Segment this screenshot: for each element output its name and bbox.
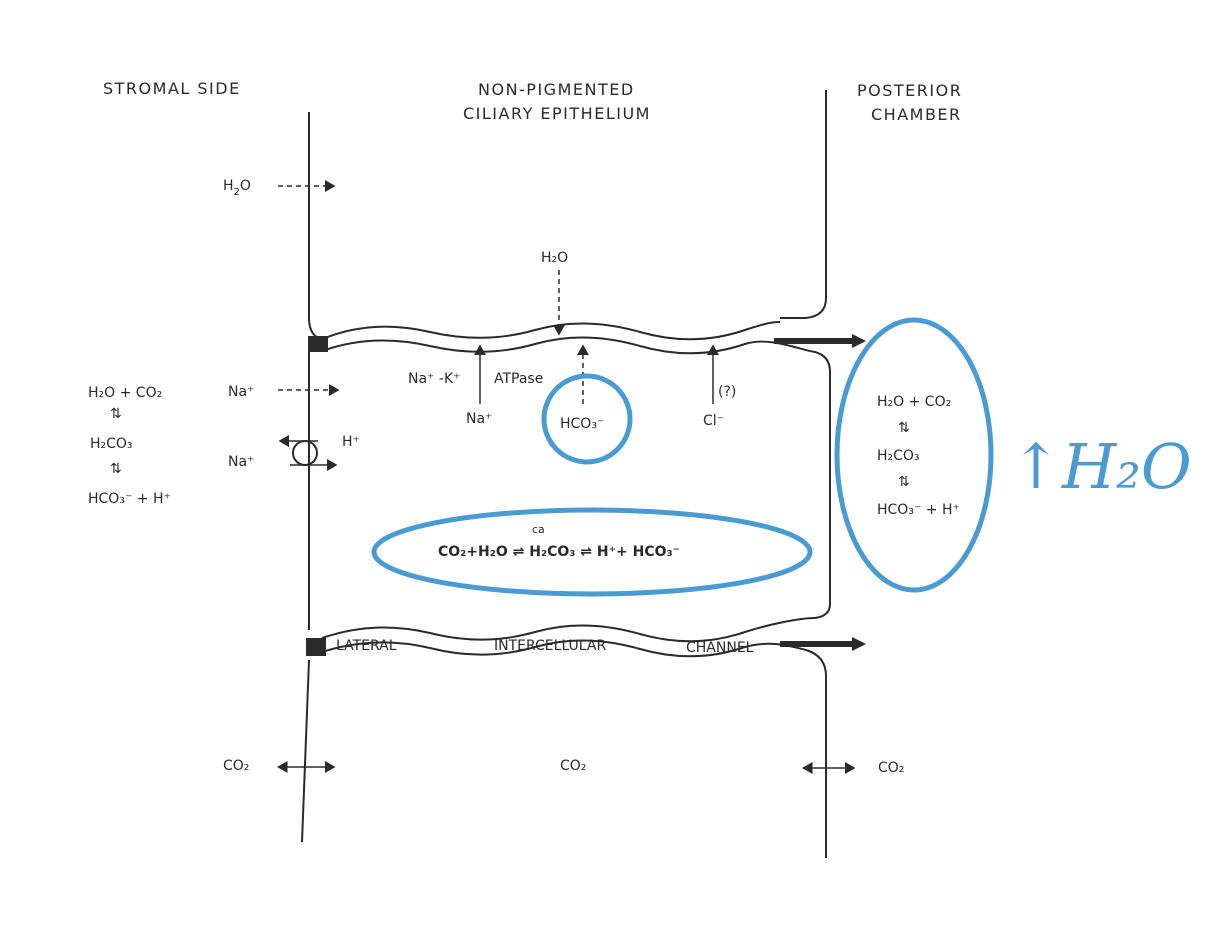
posterior-eq-line3: HCO₃⁻ + H⁺: [877, 502, 960, 518]
na-in-label: Na⁺: [466, 411, 492, 427]
apical-membrane-lower: [324, 336, 831, 619]
header-posterior-line1: POSTERIOR: [857, 81, 962, 100]
stromal-h2o: H2O: [223, 178, 251, 198]
header-npce-line1: NON-PIGMENTED: [478, 80, 635, 99]
header-stromal-side: STROMAL SIDE: [103, 79, 241, 98]
stromal-h-plus: H⁺: [342, 434, 360, 450]
apical-membrane-upper: [324, 321, 781, 341]
na-k-label: Na⁺ -K⁺: [408, 371, 461, 387]
cell-outline: [292, 90, 831, 858]
stromal-eq-line2: H₂CO₃: [90, 436, 133, 452]
stromal-eq-line1: H₂O + CO₂: [88, 385, 162, 401]
svg-text:⇅: ⇅: [110, 461, 122, 477]
atpase-label: ATPase: [494, 371, 543, 387]
cell-reaction: CO₂+H₂O ⇌ H₂CO₃ ⇌ H⁺+ HCO₃⁻: [438, 544, 680, 560]
cell-h2o-top: H₂O: [541, 250, 568, 266]
annotation-ellipse-posterior: [834, 317, 994, 593]
annotation-circle-hco3: [541, 373, 633, 465]
posterior-eq-line1: H₂O + CO₂: [877, 394, 951, 410]
cl-label: Cl⁻: [703, 413, 724, 429]
hco3-label: HCO₃⁻: [560, 416, 604, 432]
svg-text:⇅: ⇅: [898, 474, 910, 490]
exchanger-circle: [292, 440, 318, 466]
channel-lateral: LATERAL: [336, 638, 397, 654]
channel-channel: CHANNEL: [686, 640, 754, 656]
stromal-na-bottom: Na⁺: [228, 454, 254, 470]
annotation-handwritten-h2o: ↑H₂O: [1010, 430, 1192, 503]
ca-label: ca: [532, 523, 545, 536]
lateral-channel-upper: [321, 617, 816, 643]
stromal-na-top: Na⁺: [228, 384, 254, 400]
annotation-ellipse-reaction: [371, 507, 813, 597]
posterior-co2: CO₂: [878, 760, 904, 776]
stromal-co2: CO₂: [223, 758, 249, 774]
channel-intercellular: INTERCELLULAR: [494, 638, 606, 654]
posterior-eq-line2: H₂CO₃: [877, 448, 920, 464]
stromal-eq-line3: HCO₃⁻ + H⁺: [88, 491, 171, 507]
header-posterior-line2: CHAMBER: [871, 105, 962, 124]
lateral-channel-lower: [321, 639, 807, 658]
tight-junction-lower: [306, 638, 326, 656]
tight-junction-upper: [308, 336, 328, 352]
svg-text:⇅: ⇅: [110, 406, 122, 422]
svg-text:⇅: ⇅: [898, 420, 910, 436]
header-npce-line2: CILIARY EPITHELIUM: [463, 104, 651, 123]
cell-co2: CO₂: [560, 758, 586, 774]
cl-question: (?): [718, 384, 736, 400]
